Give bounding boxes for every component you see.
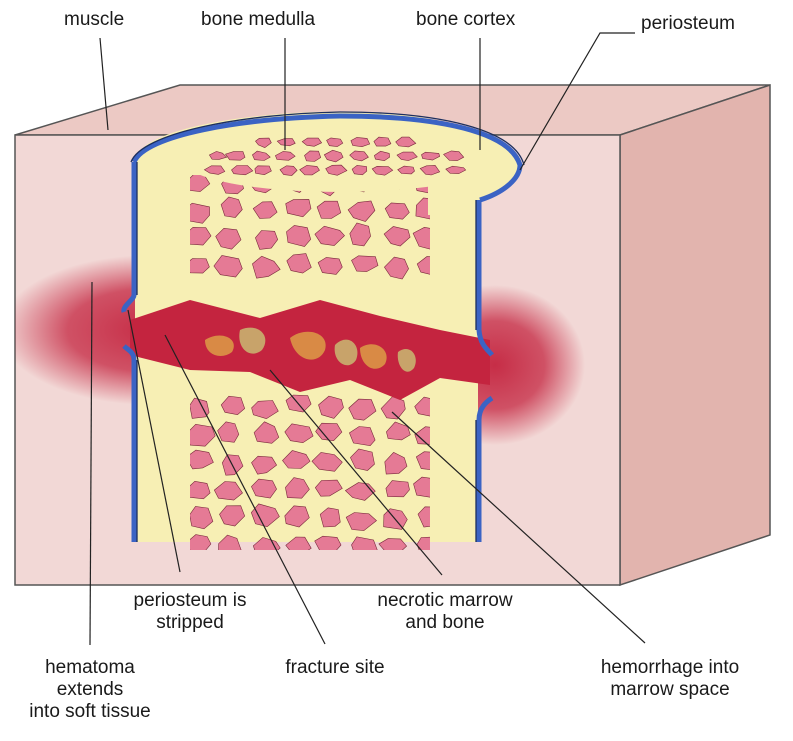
label-fracture-site: fracture site [250,657,420,679]
label-hemorrhage-line2: marrow space [570,679,770,701]
label-periosteum-stripped-line2: stripped [90,612,290,634]
label-bone-cortex: bone cortex [416,9,515,31]
marrow-cell [351,137,370,146]
label-muscle: muscle [64,9,124,31]
label-bone-medulla: bone medulla [201,9,315,31]
label-hematoma: hematoma extends into soft tissue [0,657,180,723]
label-periosteum-stripped-line1: periosteum is [90,590,290,612]
label-periosteum-stripped: periosteum is stripped [90,590,290,634]
label-necrotic-line2: and bone [335,612,555,634]
label-hemorrhage: hemorrhage into marrow space [570,657,770,701]
muscle-side-face [620,85,770,585]
label-necrotic-marrow: necrotic marrow and bone [335,590,555,634]
label-hemorrhage-line1: hemorrhage into [570,657,770,679]
label-periosteum: periosteum [641,13,735,35]
label-hematoma-line3: into soft tissue [0,701,180,723]
label-hematoma-line2: extends [0,679,180,701]
label-hematoma-line1: hematoma [0,657,180,679]
label-necrotic-line1: necrotic marrow [335,590,555,612]
